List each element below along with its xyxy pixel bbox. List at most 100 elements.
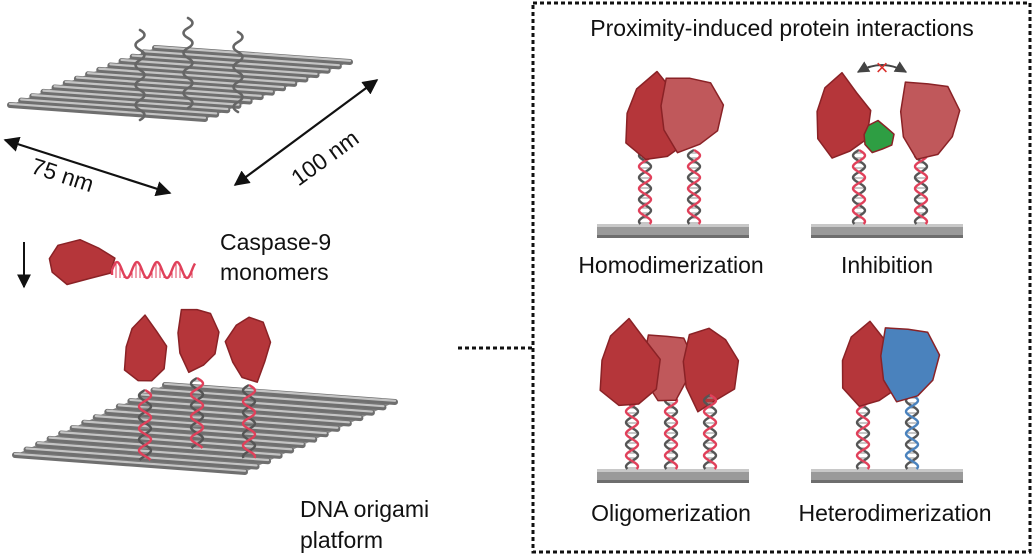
oligomer-protein-left bbox=[599, 317, 661, 407]
dna-strand-colored bbox=[855, 393, 871, 470]
bound-monomer-protein bbox=[224, 316, 272, 383]
dna-strand-gray bbox=[855, 393, 871, 470]
origami-helix-highlight bbox=[83, 420, 316, 440]
origami-helix-highlight bbox=[20, 98, 218, 115]
origami-helix-highlight bbox=[120, 58, 318, 76]
origami-helix bbox=[152, 45, 353, 65]
ssdna-strand bbox=[134, 28, 146, 122]
platform-highlight bbox=[597, 469, 749, 472]
heterodimerization-label: Heterodimerization bbox=[798, 500, 991, 526]
homodimerization-label: Homodimerization bbox=[578, 252, 763, 278]
monomer-protein bbox=[48, 238, 116, 286]
origami-helix bbox=[7, 102, 208, 122]
platform-shadow bbox=[811, 480, 963, 483]
bound-monomer-protein bbox=[123, 314, 168, 382]
platform-shadow bbox=[597, 235, 749, 238]
hetero-protein-partner bbox=[880, 327, 941, 403]
origami-helix bbox=[129, 53, 331, 74]
origami-helix-highlight bbox=[71, 425, 304, 445]
inhibited-protein-b bbox=[899, 81, 961, 161]
inhibited-protein-a bbox=[816, 71, 872, 159]
origami-helix-highlight bbox=[163, 382, 397, 402]
origami-helix-highlight bbox=[8, 102, 207, 119]
origami-helix bbox=[104, 408, 341, 432]
monomer-label-line1: Caspase-9 bbox=[220, 229, 331, 255]
platform-highlight bbox=[597, 224, 749, 227]
dna-strand-colored bbox=[904, 393, 920, 470]
origami-helix-highlight bbox=[31, 93, 229, 111]
dna-strand-gray bbox=[851, 148, 867, 225]
dna-strand-gray bbox=[702, 393, 718, 470]
dna-strand-colored bbox=[663, 393, 679, 470]
origami-helix-highlight bbox=[140, 393, 374, 413]
origami-helix bbox=[69, 425, 306, 449]
origami-helix-highlight bbox=[117, 404, 350, 424]
monomer-ssdna-tail bbox=[110, 260, 197, 280]
dna-strand-colored bbox=[851, 148, 867, 225]
interactions-panel-border bbox=[531, 1, 1032, 554]
inhibitor-molecule bbox=[863, 119, 895, 154]
homodimerization-scene bbox=[597, 70, 749, 238]
origami-helix bbox=[51, 84, 253, 105]
origami-helix-highlight bbox=[48, 436, 281, 456]
platform-surface bbox=[811, 469, 963, 483]
bound-monomer-protein bbox=[177, 308, 220, 374]
monomer-label-line2: monomers bbox=[220, 259, 329, 285]
width-dimension-arrow bbox=[3, 136, 172, 197]
dna-strand-gray bbox=[904, 393, 920, 470]
homodimer-protein-b bbox=[660, 77, 725, 154]
panel-title: Proximity-induced protein interactions bbox=[590, 15, 974, 41]
dna-strand-colored bbox=[702, 393, 718, 470]
origami-helix-highlight bbox=[13, 452, 247, 472]
caspase9-monomer bbox=[48, 238, 197, 286]
origami-helix-highlight bbox=[109, 63, 307, 80]
platform-highlight bbox=[811, 224, 963, 227]
origami-helix-highlight bbox=[36, 441, 270, 462]
origami-helix-highlight bbox=[53, 85, 251, 102]
origami-helix bbox=[118, 58, 320, 79]
dna-strand-gray bbox=[686, 148, 702, 225]
dna-strand-colored bbox=[137, 388, 153, 461]
origami-helix bbox=[138, 392, 375, 416]
platform-surface bbox=[597, 224, 749, 238]
origami-helix-highlight bbox=[131, 54, 329, 71]
inhibition-x-mark: × bbox=[876, 55, 889, 80]
origami-helix bbox=[46, 435, 283, 459]
heterodimerization-scene bbox=[811, 320, 963, 483]
platform-surface bbox=[597, 469, 749, 483]
platform-surface bbox=[811, 224, 963, 238]
dna-strand-colored bbox=[913, 148, 929, 225]
platform-highlight bbox=[811, 469, 963, 472]
dna-strand-colored bbox=[686, 148, 702, 225]
origami-helix-highlight bbox=[94, 415, 327, 435]
platform-label-line2: platform bbox=[300, 527, 383, 553]
bound-monomers bbox=[123, 308, 272, 461]
dna-strand-gray bbox=[241, 383, 257, 459]
dna-strand-colored bbox=[189, 376, 205, 449]
length-dimension-arrow bbox=[233, 79, 379, 186]
inhibition-scene bbox=[811, 71, 963, 238]
origami-helix bbox=[29, 93, 231, 114]
oligomerization-label: Oligomerization bbox=[591, 500, 751, 526]
dna-strand-gray bbox=[637, 148, 653, 225]
origami-helix-highlight bbox=[60, 431, 293, 451]
origami-helix bbox=[115, 403, 352, 427]
origami-helix bbox=[12, 452, 248, 475]
dna-strand-colored bbox=[637, 148, 653, 225]
origami-helix bbox=[162, 382, 398, 405]
dna-strand-colored bbox=[241, 383, 257, 459]
dna-strand-gray bbox=[913, 148, 929, 225]
origami-helix-highlight bbox=[42, 89, 240, 106]
oligomerization-scene bbox=[597, 317, 749, 483]
dna-strand-gray bbox=[624, 393, 640, 470]
origami-helix bbox=[107, 62, 309, 83]
origami-helix bbox=[92, 414, 329, 438]
origami-helix bbox=[35, 441, 272, 465]
origami-sheet-top bbox=[7, 45, 353, 122]
origami-sheet-bottom bbox=[12, 382, 398, 475]
dna-strand-gray bbox=[663, 393, 679, 470]
dna-strand-colored bbox=[624, 393, 640, 470]
platform-label-line1: DNA origami bbox=[300, 496, 429, 522]
ssdna-strand bbox=[182, 16, 194, 110]
